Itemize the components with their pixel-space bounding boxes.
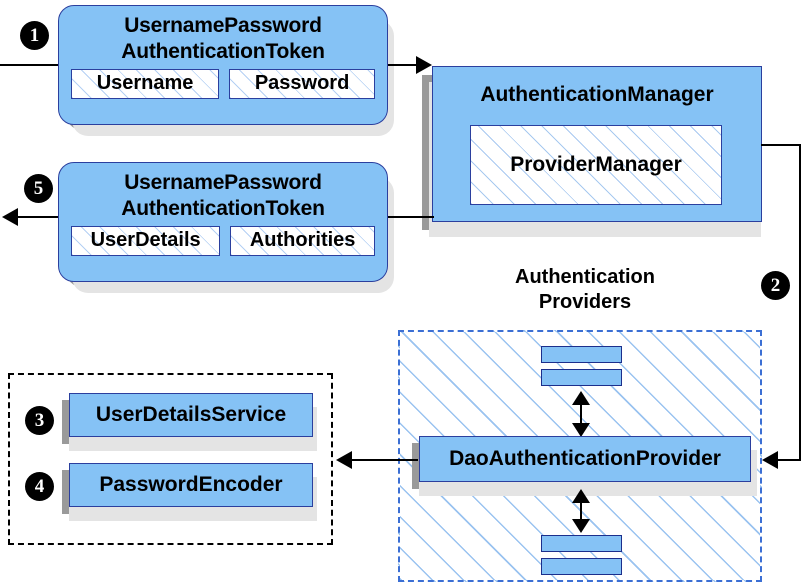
other-provider-top-bar-1	[541, 346, 622, 363]
manager-right-exit-line	[761, 144, 801, 146]
token-to-manager-line	[388, 64, 420, 66]
provider-to-services-line	[350, 459, 418, 461]
request-token-title-line1: UsernamePassword	[124, 14, 322, 37]
response-token-slot-authorities: Authorities	[230, 226, 375, 256]
request-token-slot-password: Password	[229, 69, 376, 99]
step-2-marker: 2	[762, 272, 789, 299]
provider-entry-arrowhead	[762, 451, 778, 469]
bottom-provider-link-arrow-down	[572, 519, 590, 533]
request-token-slot-username: Username	[71, 69, 220, 99]
request-token-box: UsernamePassword AuthenticationToken Use…	[58, 5, 388, 125]
authentication-providers-title: Authentication Providers	[470, 265, 700, 315]
dao-authentication-provider-box: DaoAuthenticationProvider	[419, 436, 751, 482]
password-encoder-title: PasswordEncoder	[99, 473, 283, 496]
provider-manager-title: ProviderManager	[510, 153, 682, 176]
top-provider-link-arrow-down	[572, 423, 590, 437]
response-token-slot-userdetails: UserDetails	[71, 226, 221, 256]
provider-entry-line	[776, 459, 801, 461]
response-token-title-line2: AuthenticationToken	[121, 197, 325, 220]
other-provider-bottom-bar-2	[541, 558, 622, 575]
outgoing-response-arrowhead	[2, 208, 18, 226]
request-token-title-line2: AuthenticationToken	[121, 40, 325, 63]
manager-to-response-token-line	[388, 216, 434, 218]
provider-manager-panel: ProviderManager	[470, 125, 722, 205]
response-token-box: UsernamePassword AuthenticationToken Use…	[58, 162, 388, 282]
request-token-title: UsernamePassword AuthenticationToken	[59, 6, 387, 65]
response-token-title-line1: UsernamePassword	[124, 171, 322, 194]
bottom-provider-link-line	[580, 496, 582, 522]
other-provider-bottom-bar-1	[541, 535, 622, 552]
step-5-marker: 5	[25, 175, 52, 202]
top-provider-link-line	[580, 398, 582, 426]
dao-authentication-provider-title: DaoAuthenticationProvider	[449, 447, 721, 470]
token-to-manager-arrowhead	[416, 56, 432, 74]
step-4-marker: 4	[26, 473, 53, 500]
other-provider-top-bar-2	[541, 369, 622, 386]
support-services-container	[8, 373, 333, 545]
response-token-slots: UserDetails Authorities	[59, 222, 387, 256]
incoming-request-line	[0, 64, 62, 66]
authentication-providers-title-line2: Providers	[538, 291, 632, 313]
request-token-slots: Username Password	[59, 65, 387, 99]
password-encoder-box: PasswordEncoder	[69, 463, 313, 507]
authentication-manager-title: AuthenticationManager	[480, 83, 714, 106]
outgoing-response-line	[16, 216, 64, 218]
manager-right-down-line	[799, 144, 801, 461]
step-3-marker: 3	[26, 407, 53, 434]
user-details-service-box: UserDetailsService	[69, 393, 313, 437]
authentication-providers-title-line1: Authentication	[515, 266, 655, 288]
provider-to-services-arrowhead	[336, 451, 352, 469]
user-details-service-title: UserDetailsService	[95, 403, 287, 426]
step-1-marker: 1	[21, 22, 48, 49]
response-token-title: UsernamePassword AuthenticationToken	[59, 163, 387, 222]
